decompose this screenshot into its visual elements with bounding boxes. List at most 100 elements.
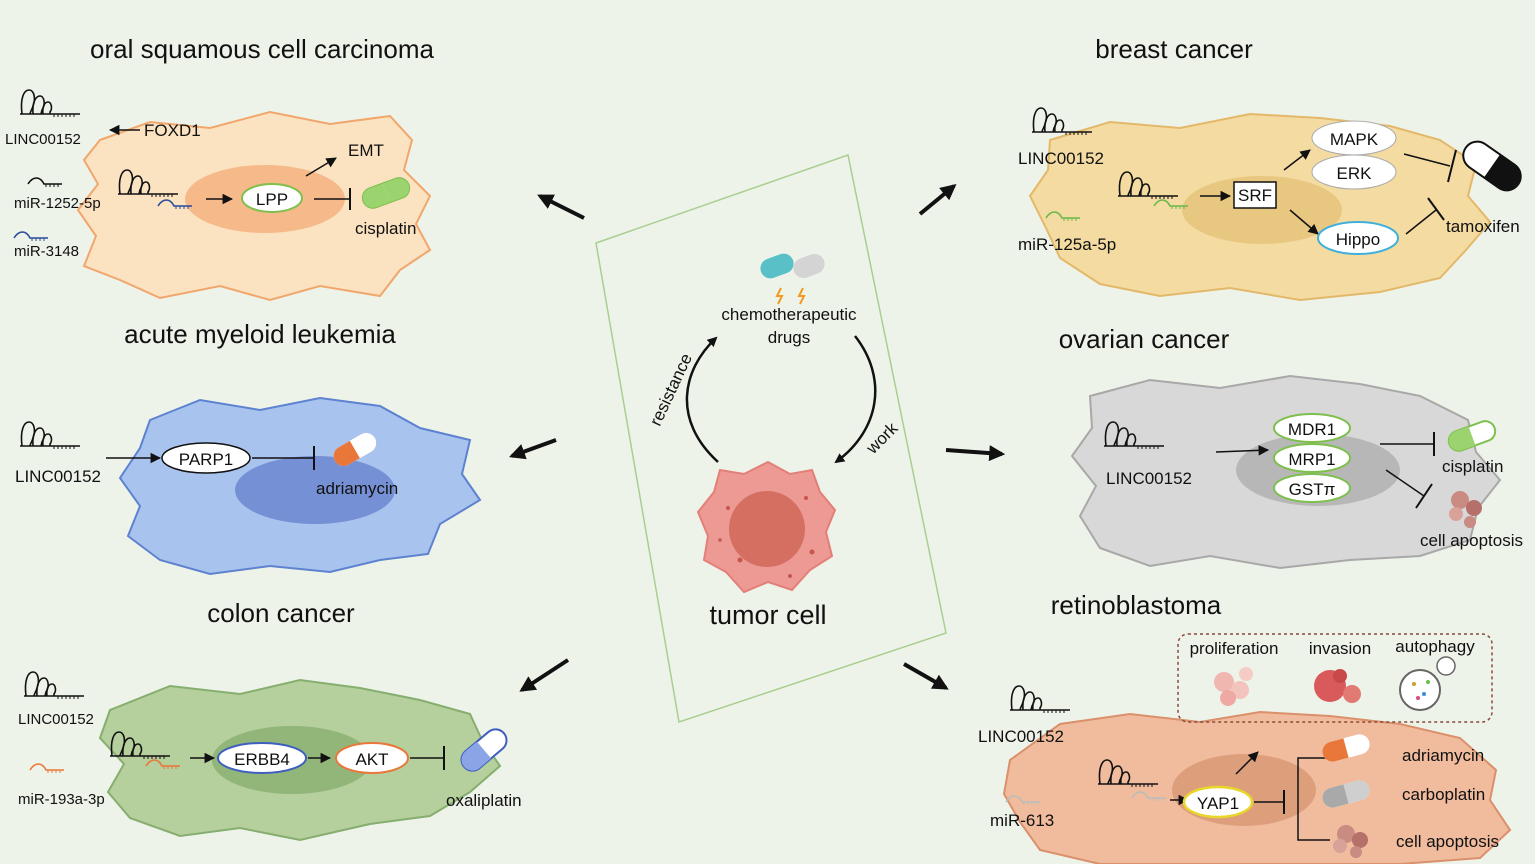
tumor-cell-label: tumor cell xyxy=(709,600,826,630)
resistance-arrow xyxy=(685,336,719,463)
oscc-mir1-icon xyxy=(27,177,63,188)
proliferation-icon xyxy=(1214,667,1253,706)
ovarian-mdr1-node xyxy=(1273,413,1351,443)
ovarian-mrp1-node xyxy=(1273,443,1351,473)
retino-autophagy-label: autophagy xyxy=(1395,637,1475,656)
ovarian-to-targets-arrow xyxy=(1215,445,1270,456)
center-frame xyxy=(595,154,947,723)
breast-erk-label: ERK xyxy=(1337,164,1373,183)
retino-mir-label: miR-613 xyxy=(990,811,1054,830)
oscc-lnc-icon xyxy=(19,89,81,118)
colon-akt-node xyxy=(335,742,409,774)
drug-capsules-icon xyxy=(760,253,825,305)
center-panel: chemotherapeutic drugs resistance work t… xyxy=(595,154,947,723)
oscc-cisplatin-capsule-icon xyxy=(361,177,411,209)
oscc-mir2-icon xyxy=(13,231,49,242)
ovarian-inhibit-bar-2 xyxy=(1415,483,1433,509)
ovarian-title: ovarian cancer xyxy=(1059,324,1230,354)
retino-carboplatin-capsule-icon xyxy=(1322,780,1370,808)
colon-erbb4-node xyxy=(217,742,307,774)
breast-hippo-node xyxy=(1317,221,1399,255)
yap1-to-phenotypes-arrow xyxy=(1235,751,1259,775)
retino-adriamycin-capsule-icon xyxy=(1322,734,1370,762)
aml-title: acute myeloid leukemia xyxy=(124,319,396,349)
arrow-to-aml xyxy=(508,438,557,460)
breast-lnc-label: LINC00152 xyxy=(1018,149,1104,168)
retino-apoptosis-icon xyxy=(1333,825,1368,858)
hippo-inhibit-bar xyxy=(1427,197,1445,221)
oscc-title: oral squamous cell carcinoma xyxy=(90,34,434,64)
aml-adriamycin-capsule-icon xyxy=(333,433,377,466)
breast-erk-node xyxy=(1311,154,1397,190)
oscc-mir2-label: miR-3148 xyxy=(14,243,79,260)
arrow-to-colon xyxy=(519,658,570,692)
retino-apoptosis-label: cell apoptosis xyxy=(1396,832,1499,851)
retino-yap1-label: YAP1 xyxy=(1197,794,1239,813)
colon-oxaliplatin-label: oxaliplatin xyxy=(446,791,522,810)
ovarian-gst-label: GSTπ xyxy=(1289,480,1336,499)
ovarian-apoptosis-icon xyxy=(1449,491,1482,528)
oscc-mir1-label: miR-1252-5p xyxy=(14,195,101,212)
ovarian-lnc-label: LINC00152 xyxy=(1106,469,1192,488)
aml-lnc-label: LINC00152 xyxy=(15,467,101,486)
retino-panel: retinoblastoma proliferation invasion au… xyxy=(978,590,1512,864)
colon-panel: colon cancer LINC00152 miR-193a-3p ERBB4… xyxy=(18,598,522,842)
ovarian-gst-node xyxy=(1273,473,1351,503)
arrow-to-retino xyxy=(903,662,949,690)
colon-mir-label: miR-193a-3p xyxy=(18,791,105,808)
aml-lnc-icon xyxy=(19,421,81,450)
ovarian-cisplatin-label: cisplatin xyxy=(1442,457,1503,476)
oscc-panel: oral squamous cell carcinoma LINC00152 F… xyxy=(5,34,435,302)
autophagy-icon xyxy=(1399,656,1456,711)
aml-nucleus xyxy=(235,456,395,524)
ovarian-mrp1-label: MRP1 xyxy=(1288,450,1335,469)
breast-srf-node xyxy=(1233,181,1277,209)
erk-inhibit-line xyxy=(1403,153,1451,167)
tumor-cell-icon xyxy=(696,460,837,594)
erk-inhibit-bar xyxy=(1447,149,1457,183)
retino-bracket xyxy=(1297,757,1330,841)
hippo-inhibit-line xyxy=(1405,209,1437,235)
breast-panel: breast cancer LINC00152 miR-125a-5p SRF … xyxy=(1018,34,1522,302)
drugs-label-line1: chemotherapeutic xyxy=(721,305,857,324)
aml-panel: acute myeloid leukemia LINC00152 PARP1 a… xyxy=(15,319,482,576)
retino-adriamycin-label: adriamycin xyxy=(1402,746,1484,765)
ovarian-mdr1-label: MDR1 xyxy=(1288,420,1336,439)
srf-to-mapk-arrow xyxy=(1283,149,1311,171)
oscc-foxd1-label: FOXD1 xyxy=(144,121,201,140)
aml-parp1-node xyxy=(161,442,251,474)
colon-erbb4-label: ERBB4 xyxy=(234,750,290,769)
oscc-lnc-label: LINC00152 xyxy=(5,131,81,148)
breast-mapk-label: MAPK xyxy=(1330,130,1379,149)
breast-title: breast cancer xyxy=(1095,34,1253,64)
colon-oxaliplatin-capsule-icon xyxy=(460,728,508,772)
breast-srf-label: SRF xyxy=(1238,186,1272,205)
retino-yap1-node xyxy=(1182,785,1254,819)
drugs-label-line2: drugs xyxy=(768,328,811,347)
aml-adriamycin-label: adriamycin xyxy=(316,479,398,498)
breast-tamoxifen-label: tamoxifen xyxy=(1446,217,1520,236)
colon-lnc-icon xyxy=(23,671,85,700)
breast-mir-label: miR-125a-5p xyxy=(1018,235,1116,254)
invasion-icon xyxy=(1314,669,1361,703)
ovarian-apoptosis-label: cell apoptosis xyxy=(1420,531,1523,550)
arrow-to-breast xyxy=(918,183,957,216)
retino-lnc-label: LINC00152 xyxy=(978,727,1064,746)
retino-title: retinoblastoma xyxy=(1051,590,1222,620)
breast-tamoxifen-capsule-icon xyxy=(1462,140,1522,192)
breast-hippo-label: Hippo xyxy=(1336,230,1380,249)
lpp-to-emt-arrow xyxy=(305,157,337,177)
retino-lnc-icon xyxy=(1009,685,1071,714)
aml-parp1-label: PARP1 xyxy=(179,450,234,469)
arrow-to-oscc xyxy=(537,194,585,220)
retino-invasion-label: invasion xyxy=(1309,639,1371,658)
ovarian-inhibit-line-2 xyxy=(1385,469,1425,497)
work-arrow xyxy=(834,335,877,464)
ovarian-cisplatin-capsule-icon xyxy=(1447,420,1497,452)
oscc-cisplatin-label: cisplatin xyxy=(355,219,416,238)
retino-nucleus xyxy=(1172,754,1316,826)
colon-mir-icon xyxy=(29,763,65,774)
retino-phenotype-box xyxy=(1177,633,1493,723)
oscc-lpp-label: LPP xyxy=(256,190,288,209)
